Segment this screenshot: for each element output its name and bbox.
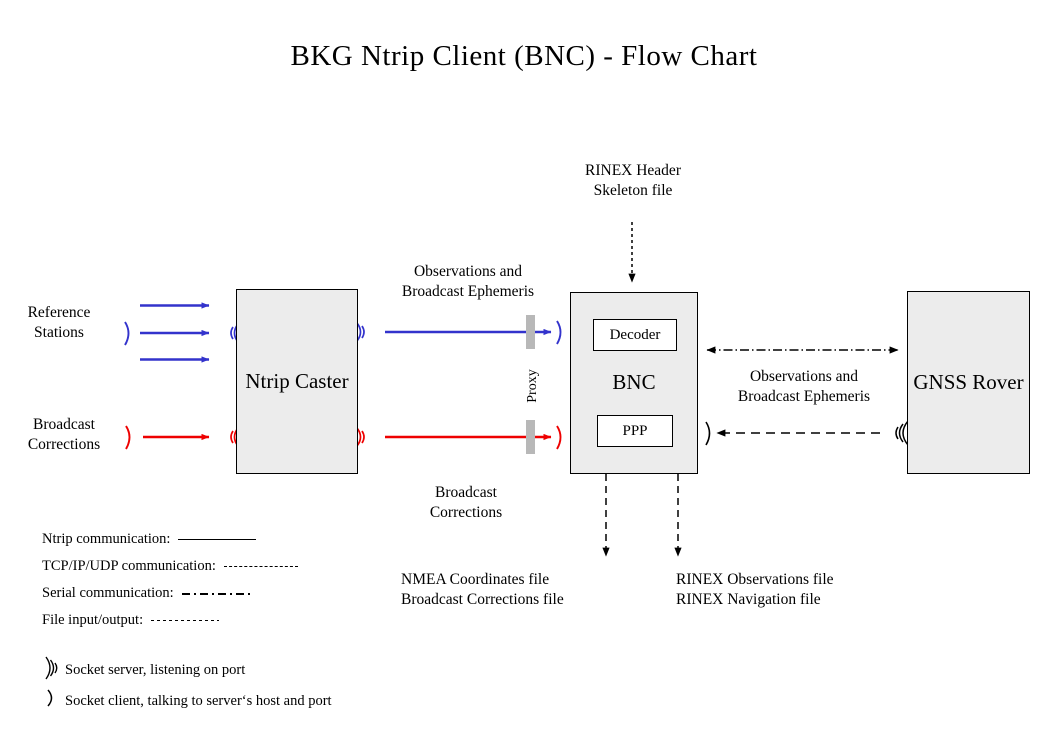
legend-row-serial: Serial communication: [42, 580, 298, 607]
caster-broadcast-corrections-label: Broadcast Corrections [429, 484, 503, 521]
socket-client-icon-bnc-observations [556, 320, 562, 345]
proxy-label: Proxy [525, 369, 540, 403]
legend-socket-symbols: Socket server, listening on port Socket … [65, 659, 332, 713]
socket-client-icon-legend [47, 689, 53, 707]
ntrip-caster-box[interactable]: Ntrip Caster [236, 289, 358, 474]
bnc-decoder-box[interactable]: Decoder [593, 319, 677, 351]
caster-observations-ephemeris-label: Observations and Broadcast Ephemeris [401, 263, 535, 300]
bnc-label: BNC [612, 370, 656, 395]
socket-server-icon-legend [45, 656, 58, 680]
legend-label-tcpip: TCP/IP/UDP communication: [42, 558, 216, 574]
reference-station-arrows [140, 302, 210, 363]
legend-row-socket-server: Socket server, listening on port [65, 659, 332, 681]
proxy-bar-observations [526, 315, 535, 349]
rover-observations-ephemeris-label: Observations and Broadcast Ephemeris [737, 368, 871, 405]
legend-row-fileio: File input/output: [42, 607, 298, 634]
gnss-rover-label: GNSS Rover [913, 369, 1024, 394]
legend-row-tcpip: TCP/IP/UDP communication: [42, 553, 298, 580]
bnc-box[interactable]: BNC Decoder PPP [570, 292, 698, 474]
legend-swatch-dashdot [181, 592, 254, 595]
bnc-ppp-label: PPP [622, 422, 648, 439]
reference-stations-label: Reference Stations [27, 304, 91, 341]
socket-client-icon-bnc-rover [705, 421, 711, 446]
gnss-rover-box[interactable]: GNSS Rover [907, 291, 1030, 474]
rinex-header-skeleton-label: RINEX Header Skeleton file [585, 162, 681, 199]
nmea-output-files-label: NMEA Coordinates file Broadcast Correcti… [401, 571, 564, 608]
legend-swatch-solid [178, 539, 257, 540]
legend-label-fileio: File input/output: [42, 612, 144, 628]
legend-row-socket-client: Socket client, talking to server‘s host … [65, 689, 332, 713]
socket-client-icon-bnc-corrections [556, 425, 562, 450]
rinex-output-files-label: RINEX Observations file RINEX Navigation… [676, 571, 834, 608]
ntrip-caster-label: Ntrip Caster [245, 368, 349, 393]
bnc-ppp-box[interactable]: PPP [597, 415, 673, 447]
legend-label-socket-server: Socket server, listening on port [65, 661, 246, 678]
legend-line-styles: Ntrip communication: TCP/IP/UDP communic… [42, 526, 298, 634]
socket-server-icon-rover [895, 420, 909, 446]
broadcast-corrections-input-label: Broadcast Corrections [27, 416, 101, 453]
legend-label-serial: Serial communication: [42, 585, 174, 601]
bnc-decoder-label: Decoder [609, 326, 661, 343]
legend-swatch-dashed [223, 566, 298, 567]
page-title: BKG Ntrip Client (BNC) - Flow Chart [290, 40, 758, 72]
legend-swatch-dotted [151, 619, 220, 622]
legend-row-ntrip: Ntrip communication: [42, 526, 298, 553]
legend-label-socket-client: Socket client, talking to server‘s host … [65, 692, 332, 709]
socket-client-icon-corrections [125, 425, 131, 450]
socket-client-icon-reference [124, 321, 130, 346]
proxy-bar-corrections [526, 420, 535, 454]
legend-label-ntrip: Ntrip communication: [42, 531, 171, 547]
